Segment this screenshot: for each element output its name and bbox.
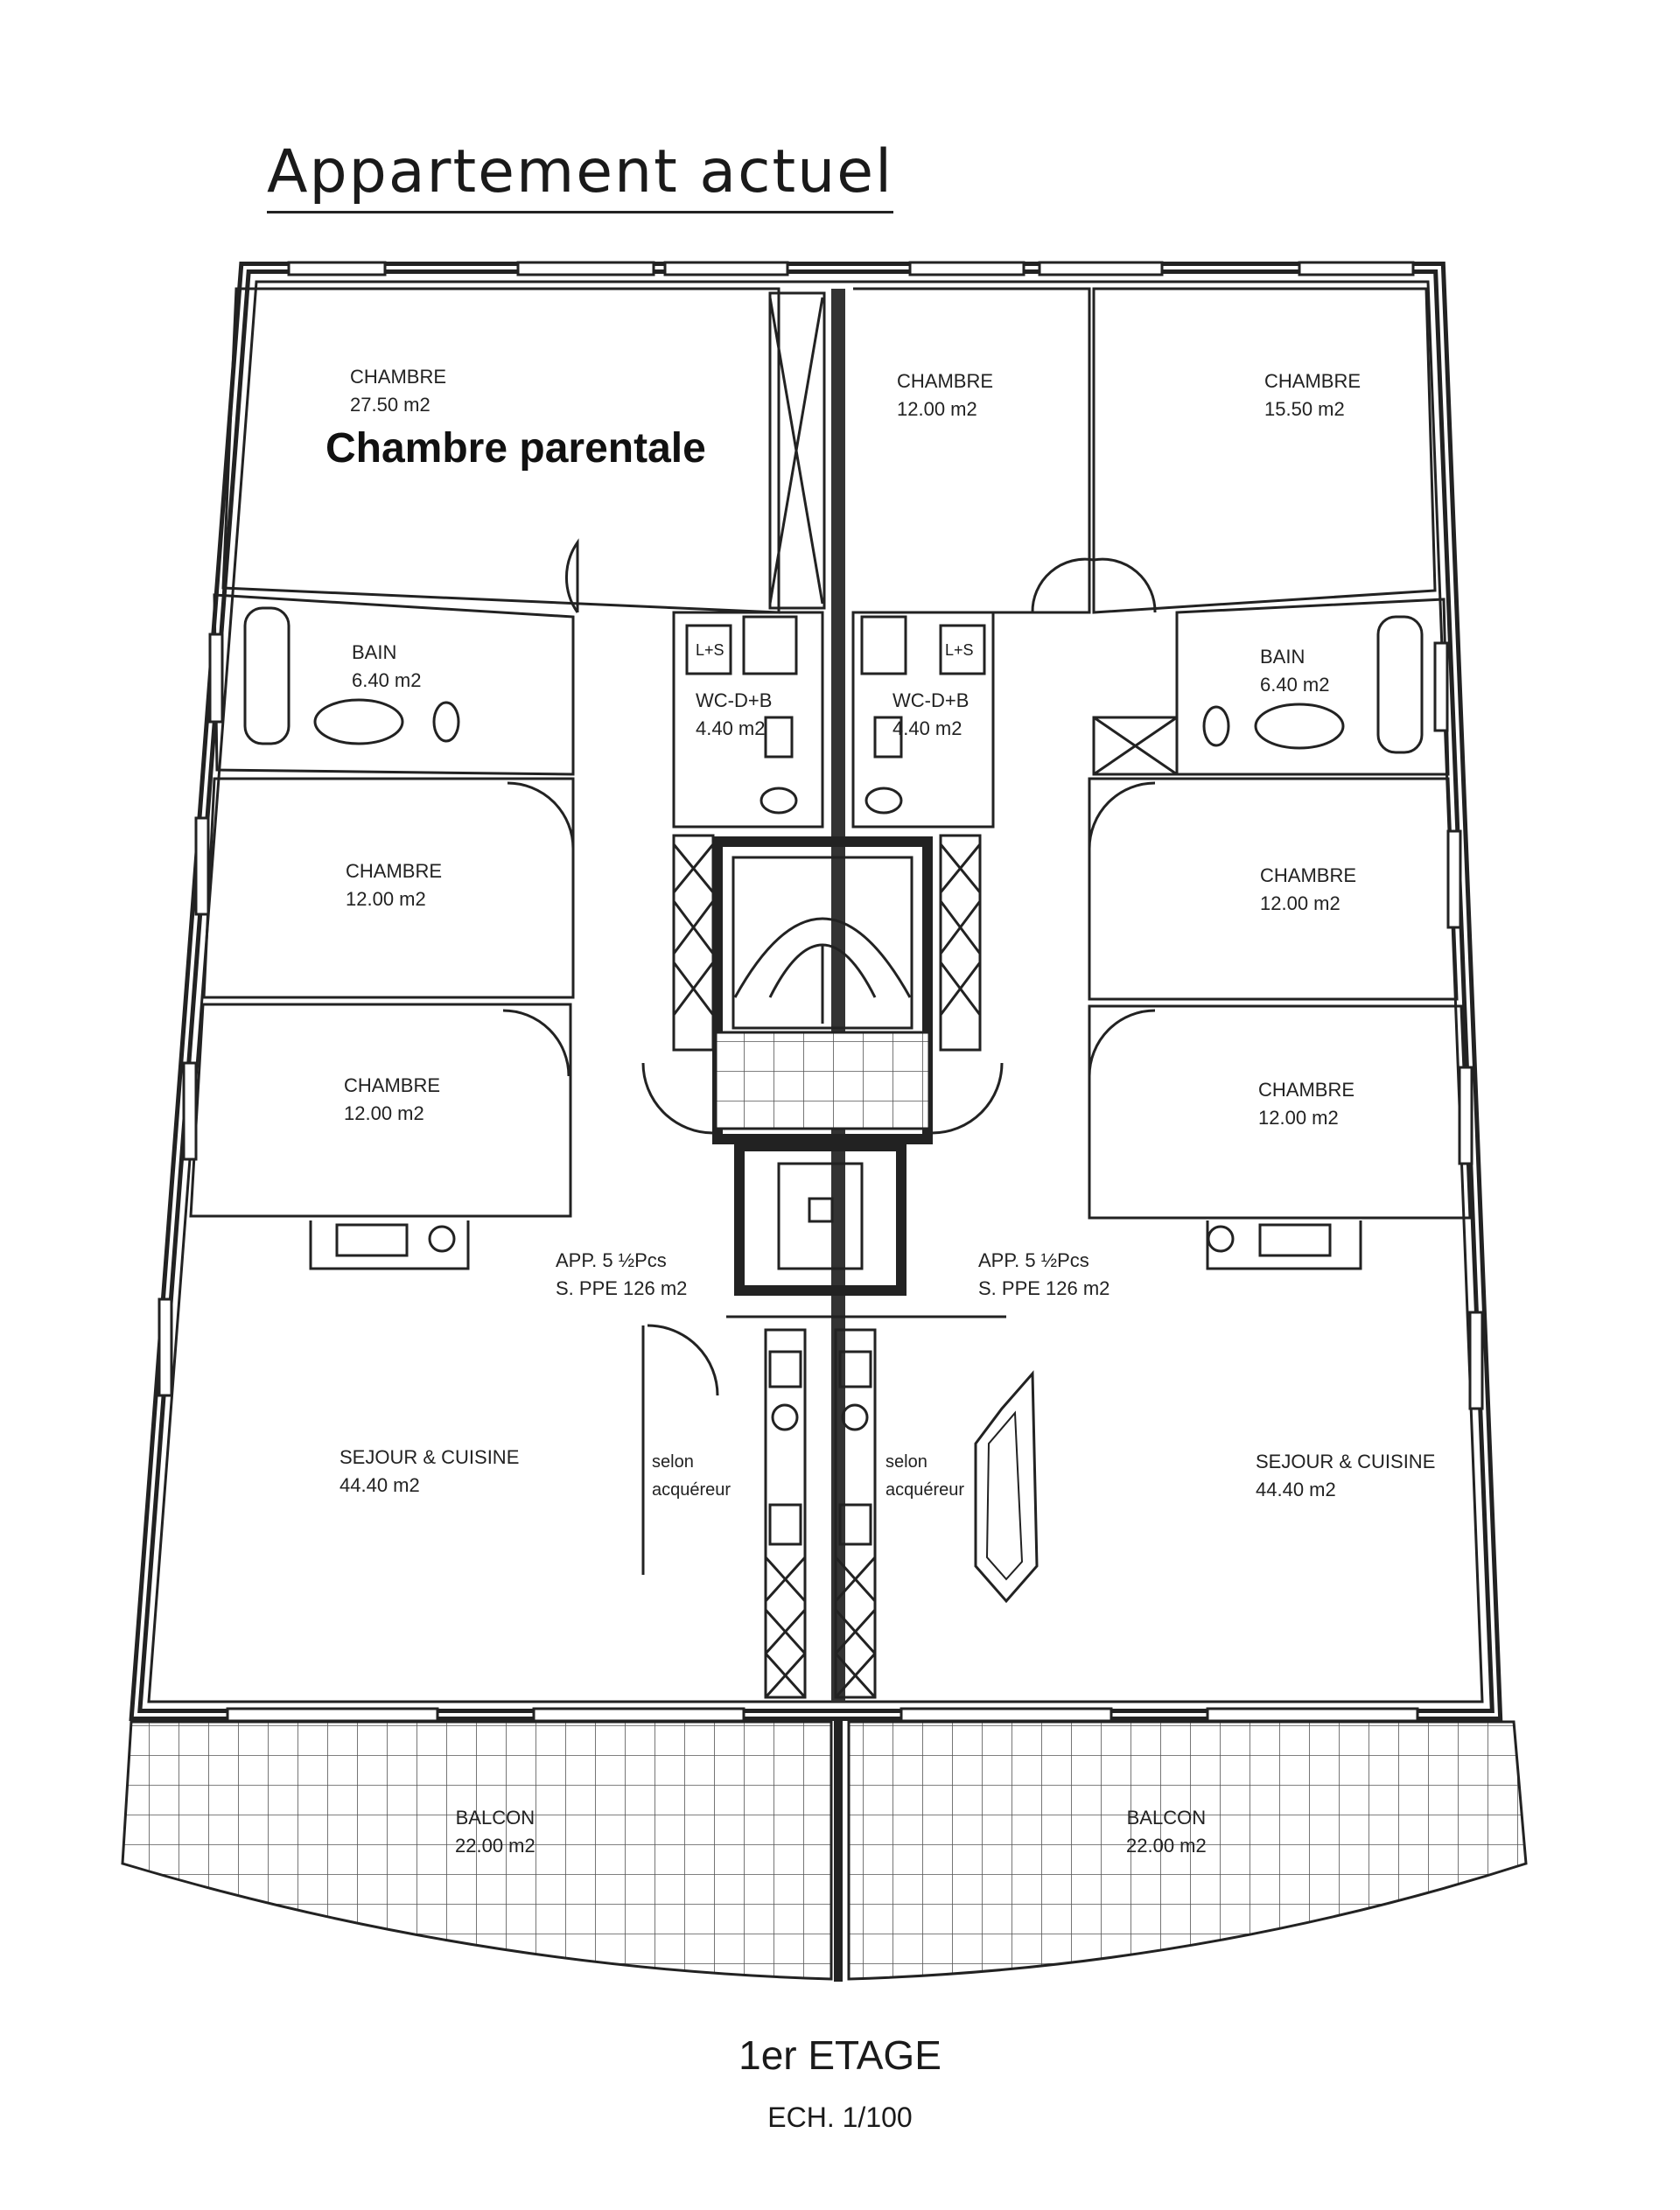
- balcony-right: [847, 1720, 1528, 1981]
- kitchen-island: [974, 1370, 1039, 1604]
- page-title: Appartement actuel: [267, 139, 893, 213]
- scale-label: ECH. 1/100: [767, 2102, 913, 2133]
- balcony-left: [121, 1720, 833, 1981]
- washing-machine-label-right: L+S: [945, 641, 974, 659]
- washing-machine-label-left: L+S: [696, 641, 724, 659]
- floor-label: 1er ETAGE: [738, 2032, 942, 2078]
- annotation-chambre-parentale: Chambre parentale: [326, 425, 706, 472]
